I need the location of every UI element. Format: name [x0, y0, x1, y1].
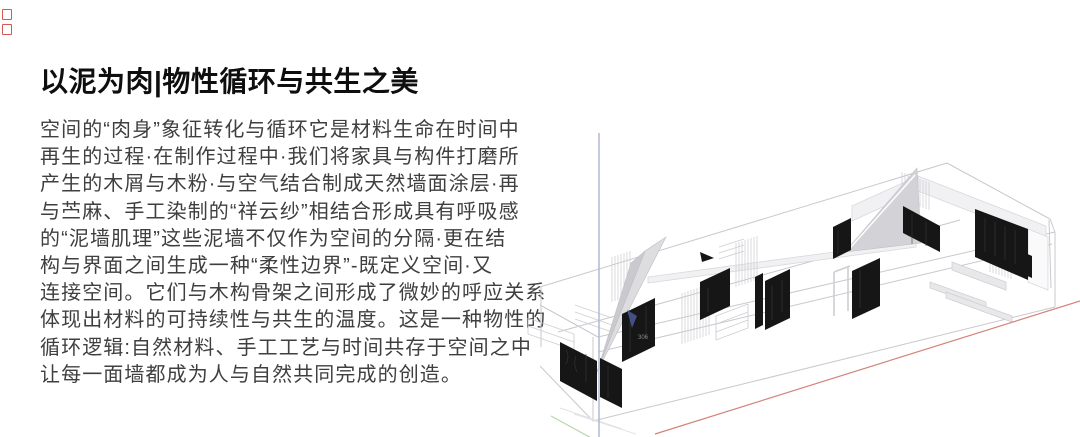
article: 以泥为肉|物性循环与共生之美 空间的“肉身”象征转化与循环它是材料生命在时间中 … [40, 60, 547, 389]
body-paragraph: 空间的“肉身”象征转化与循环它是材料生命在时间中 再生的过程·在制作过程中·我们… [40, 117, 547, 389]
furniture-tables [929, 261, 1013, 323]
paragraph-line: 的“泥墙肌理”这些泥墙不仅作为空间的分隔·更在结 [40, 227, 507, 250]
panel-texture [565, 214, 1016, 398]
paragraph-line: 空间的“肉身”象征转化与循环它是材料生命在时间中 [40, 119, 520, 141]
paragraph-line: 连接空间。它们与木构骨架之间形成了微妙的呼应关系 [40, 282, 547, 305]
tiny-dimension-label: 306 [638, 335, 649, 341]
paragraph-line: 体现出材料的可持续性与共生的温度。这是一种物性的 [40, 309, 547, 332]
left-sail-triangle-shade [596, 250, 646, 373]
blue-fabric-patch [627, 310, 637, 328]
red-axis-line [654, 300, 1080, 435]
wireframe-outline [539, 162, 1056, 435]
green-axis-line [550, 415, 591, 437]
paragraph-line: 与苎麻、手工染制的“祥云纱”相结合形成具有呼吸感 [40, 200, 520, 223]
roof-triangles [596, 167, 922, 373]
paragraph-line: 再生的过程·在制作过程中·我们将家具与构件打磨所 [40, 146, 520, 169]
paragraph-line: 让每一面墙都成为人与自然共同完成的创造。 [40, 363, 462, 386]
axonometric-drawing: 306 [520, 90, 1080, 437]
exhibition-space-axon: 306 [527, 133, 1080, 437]
red-mark [2, 9, 12, 20]
paragraph-line: 产生的木屑与木粉·与空气结合制成天然墙面涂层·再 [40, 173, 520, 196]
shelving-units [527, 238, 851, 351]
red-mark [2, 24, 12, 35]
page-title: 以泥为肉|物性循环与共生之美 [40, 66, 419, 97]
mud-wall-panels [560, 206, 1032, 408]
paragraph-line: 构与界面之间生成一种“柔性边界”-既定义空间·又 [40, 254, 494, 277]
left-edge-red-marks [2, 9, 12, 39]
paragraph-line: 循环逻辑:自然材料、手工工艺与时间共存于空间之中 [40, 336, 532, 359]
